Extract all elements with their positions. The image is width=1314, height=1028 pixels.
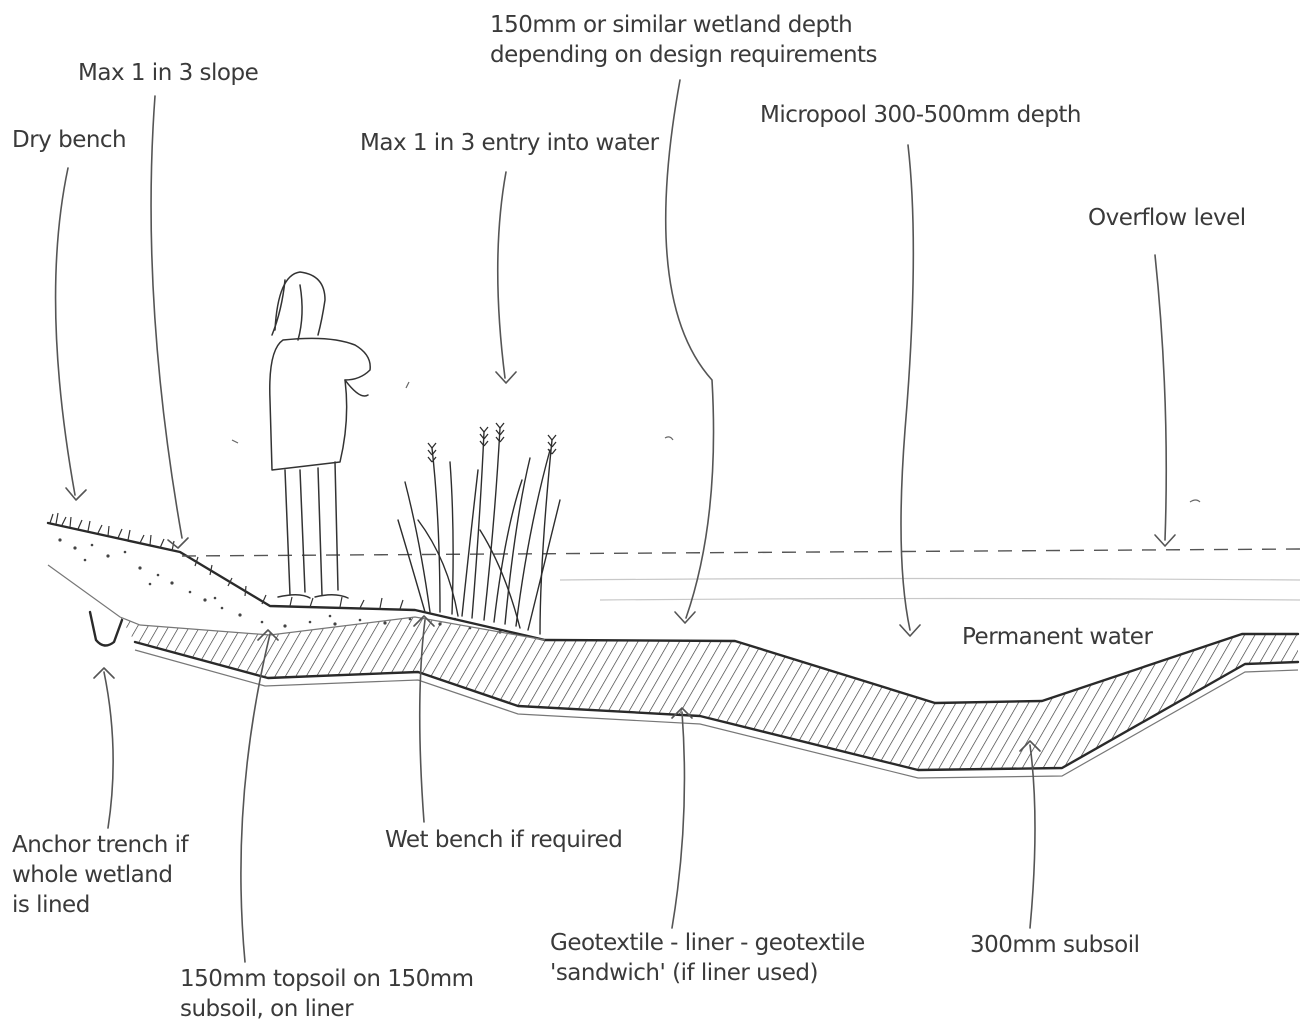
leader-overflow	[1155, 255, 1166, 540]
leader-wetland-depth	[666, 80, 714, 618]
leader-subsoil	[1030, 745, 1035, 928]
reeds-sketch	[398, 428, 560, 634]
label-subsoil: 300mm subsoil	[970, 930, 1140, 960]
leader-dry-bench	[56, 168, 75, 495]
label-topsoil-line2: subsoil, on liner	[180, 994, 474, 1024]
label-topsoil: 150mm topsoil on 150mm subsoil, on liner	[180, 964, 474, 1024]
label-subsoil-text: 300mm subsoil	[970, 930, 1140, 960]
overflow-level-line	[182, 549, 1300, 556]
leader-micropool	[901, 145, 913, 630]
label-permanent-water-text: Permanent water	[962, 622, 1152, 652]
label-permanent-water: Permanent water	[962, 622, 1152, 652]
label-wetland-depth-line1: 150mm or similar wetland depth	[490, 10, 877, 40]
label-geotextile-line2: 'sandwich' (if liner used)	[550, 958, 865, 988]
leader-anchor-trench	[104, 672, 113, 828]
leader-geotextile	[672, 712, 684, 928]
label-geotextile: Geotextile - liner - geotextile 'sandwic…	[550, 928, 865, 988]
label-geotextile-line1: Geotextile - liner - geotextile	[550, 928, 865, 958]
label-dry-bench-text: Dry bench	[12, 125, 126, 155]
label-overflow-level-text: Overflow level	[1088, 203, 1246, 233]
label-wetland-depth-line2: depending on design requirements	[490, 40, 877, 70]
label-dry-bench: Dry bench	[12, 125, 126, 155]
anchor-trench	[90, 612, 122, 646]
label-entry-into-water-text: Max 1 in 3 entry into water	[360, 128, 659, 158]
label-anchor-trench-line3: is lined	[12, 890, 188, 920]
label-anchor-trench-line2: whole wetland	[12, 860, 188, 890]
label-max-slope: Max 1 in 3 slope	[78, 58, 258, 88]
leader-entry-water	[498, 172, 506, 378]
background-lines	[560, 579, 1300, 601]
sketch-marks	[232, 382, 1200, 502]
label-micropool: Micropool 300-500mm depth	[760, 100, 1081, 130]
label-micropool-text: Micropool 300-500mm depth	[760, 100, 1081, 130]
label-anchor-trench: Anchor trench if whole wetland is lined	[12, 830, 188, 920]
reed-seed-heads	[428, 423, 556, 462]
label-wet-bench-text: Wet bench if required	[385, 825, 622, 855]
label-topsoil-line1: 150mm topsoil on 150mm	[180, 964, 474, 994]
label-wetland-depth: 150mm or similar wetland depth depending…	[490, 10, 877, 70]
person-sketch	[270, 272, 370, 598]
label-entry-into-water: Max 1 in 3 entry into water	[360, 128, 659, 158]
label-wet-bench: Wet bench if required	[385, 825, 622, 855]
label-anchor-trench-line1: Anchor trench if	[12, 830, 188, 860]
label-max-slope-text: Max 1 in 3 slope	[78, 58, 258, 88]
label-overflow-level: Overflow level	[1088, 203, 1246, 233]
leader-max-slope	[151, 96, 182, 538]
